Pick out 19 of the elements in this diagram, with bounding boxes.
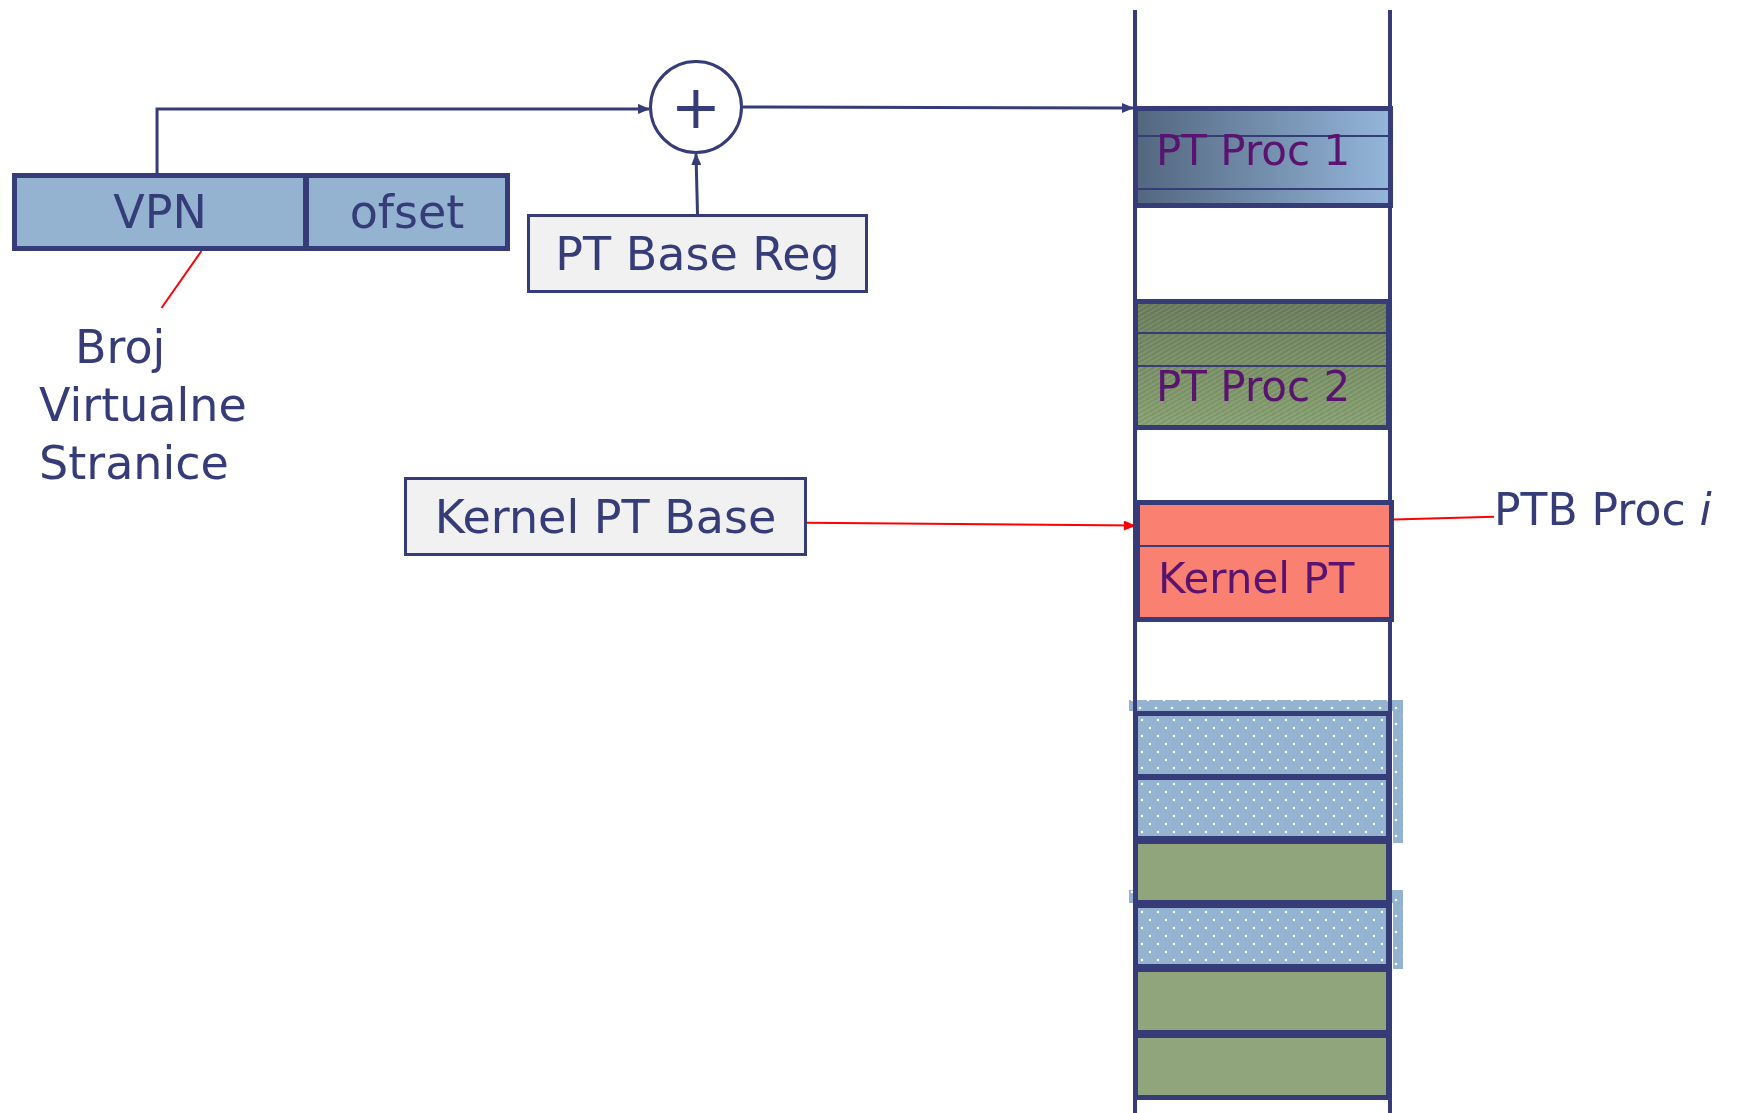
annotation-text: PTB Proc i bbox=[1494, 482, 1748, 538]
arrow bbox=[806, 520, 1136, 531]
field-label: VPN bbox=[113, 185, 207, 239]
annotation-text: Broj Virtualne Stranice bbox=[39, 318, 289, 492]
arrow bbox=[155, 103, 650, 173]
arrow bbox=[691, 153, 702, 215]
page-table-block bbox=[1135, 500, 1394, 622]
register-label: Kernel PT Base bbox=[434, 489, 777, 544]
plus-sign: + bbox=[670, 77, 722, 137]
arrow bbox=[743, 103, 1134, 113]
leader-line bbox=[160, 250, 203, 309]
block-label: Kernel PT bbox=[1158, 554, 1355, 603]
block-label: PT Proc 1 bbox=[1156, 126, 1351, 175]
register-box bbox=[404, 477, 807, 556]
block-label: PT Proc 2 bbox=[1156, 362, 1351, 411]
register-box bbox=[527, 214, 868, 293]
field-label: ofset bbox=[349, 185, 465, 239]
register-label: PT Base Reg bbox=[555, 226, 840, 281]
leader-line bbox=[1393, 515, 1495, 521]
